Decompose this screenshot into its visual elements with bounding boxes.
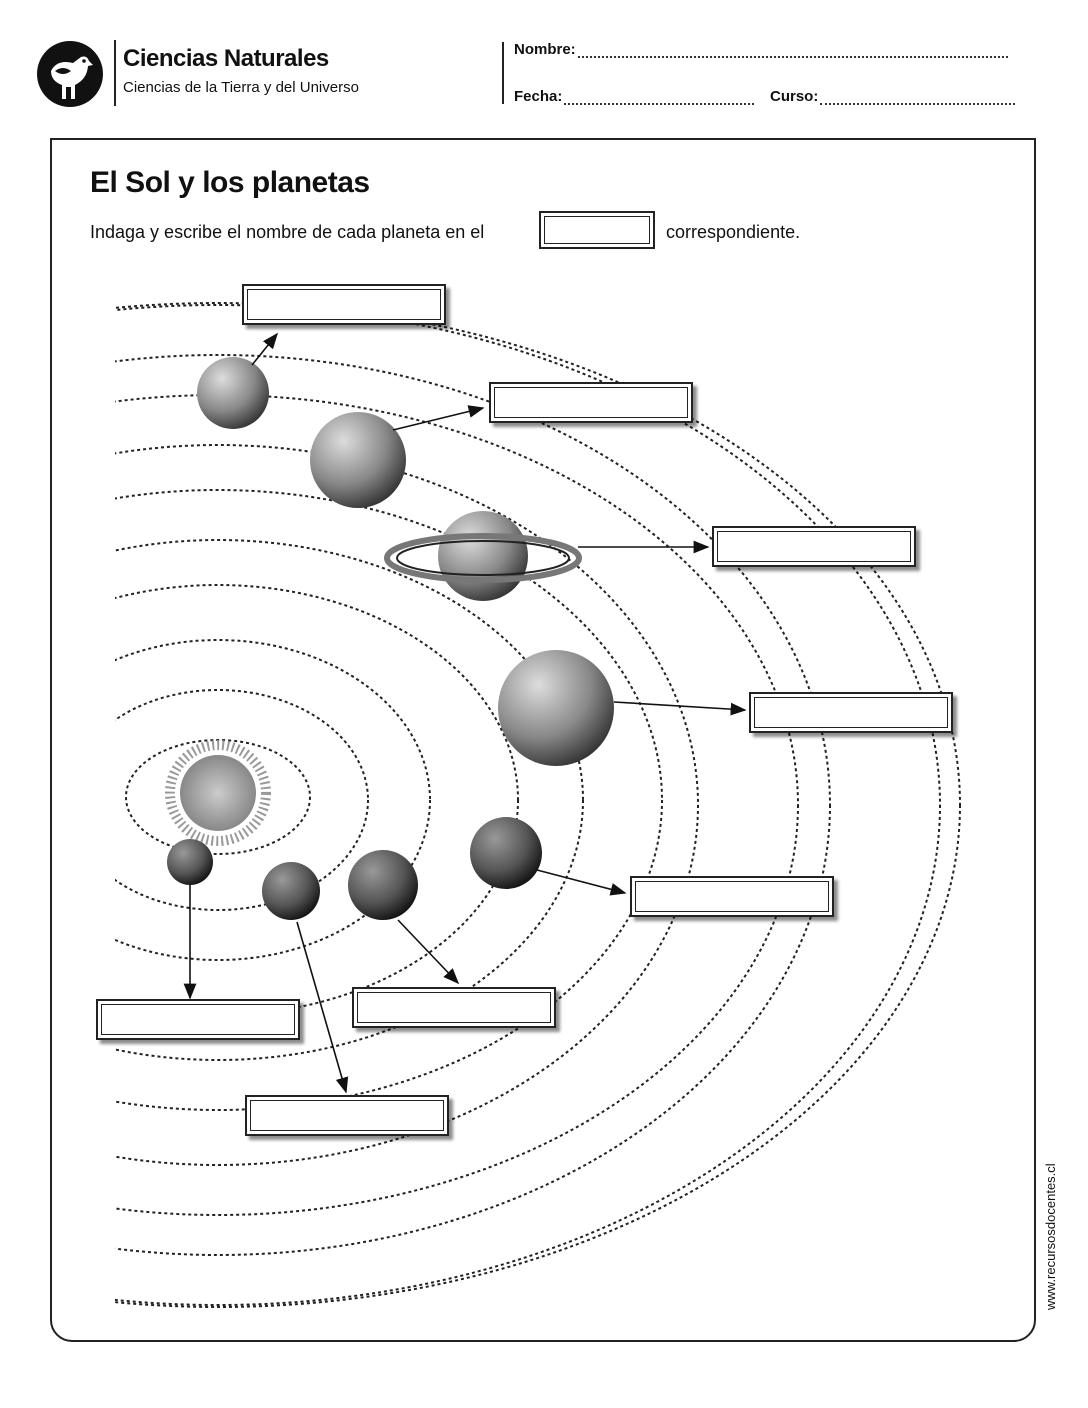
header-divider	[502, 42, 504, 104]
orbit	[115, 304, 941, 1306]
orbit	[115, 639, 431, 961]
arrow	[392, 405, 485, 431]
answer-box-venus[interactable]	[245, 1095, 449, 1136]
answer-box-mars[interactable]	[630, 876, 834, 917]
venus-icon	[262, 862, 320, 920]
arrow	[296, 921, 349, 1094]
worksheet-title: El Sol y los planetas	[90, 166, 370, 199]
neptune-icon	[197, 357, 269, 429]
arrow	[251, 332, 279, 366]
worksheet-frame	[50, 138, 1036, 1342]
jupiter-icon	[498, 650, 614, 766]
sun-icon	[165, 740, 271, 846]
orbit	[115, 444, 699, 1166]
bird-logo-icon	[37, 41, 103, 107]
name-line[interactable]	[577, 46, 1008, 58]
example-box	[539, 211, 655, 249]
answer-box-earth[interactable]	[352, 987, 556, 1028]
arrows	[183, 332, 747, 1094]
orbit	[115, 539, 584, 1061]
course-field[interactable]: Curso:	[770, 88, 1016, 105]
earth-icon	[348, 850, 418, 920]
orbit	[115, 689, 369, 911]
uranus-icon	[310, 412, 406, 508]
name-label: Nombre:	[514, 41, 576, 58]
date-line[interactable]	[564, 93, 755, 105]
arrow	[613, 701, 747, 716]
arrow	[397, 919, 460, 985]
course-label: Curso:	[770, 88, 819, 105]
mars-icon	[470, 817, 542, 889]
orbit	[115, 354, 831, 1256]
answer-box-uranus[interactable]	[489, 382, 693, 423]
arrow	[536, 869, 627, 896]
orbits	[115, 302, 961, 1308]
watermark: www.recursosdocentes.cl	[1043, 1163, 1058, 1310]
orbit	[115, 302, 961, 1308]
date-label: Fecha:	[514, 88, 563, 105]
course-line[interactable]	[820, 93, 1016, 105]
name-field[interactable]: Nombre:	[514, 41, 1008, 58]
orbit	[115, 489, 663, 1111]
saturn-icon	[384, 511, 582, 601]
answer-box-saturn[interactable]	[712, 526, 916, 567]
subject-subtitle: Ciencias de la Tierra y del Universo	[123, 79, 359, 96]
answer-box-jupiter[interactable]	[749, 692, 953, 733]
answer-box-mercury[interactable]	[96, 999, 300, 1040]
header-divider	[114, 40, 116, 106]
orbit	[115, 394, 799, 1216]
mercury-icon	[167, 839, 213, 885]
answer-box-neptune[interactable]	[242, 284, 446, 325]
orbit	[115, 584, 519, 1016]
instruction-text-end: correspondiente.	[666, 222, 801, 242]
subject-title: Ciencias Naturales	[123, 45, 329, 72]
date-field[interactable]: Fecha:	[514, 88, 755, 105]
instruction-text: Indaga y escribe el nombre de cada plane…	[90, 222, 485, 242]
